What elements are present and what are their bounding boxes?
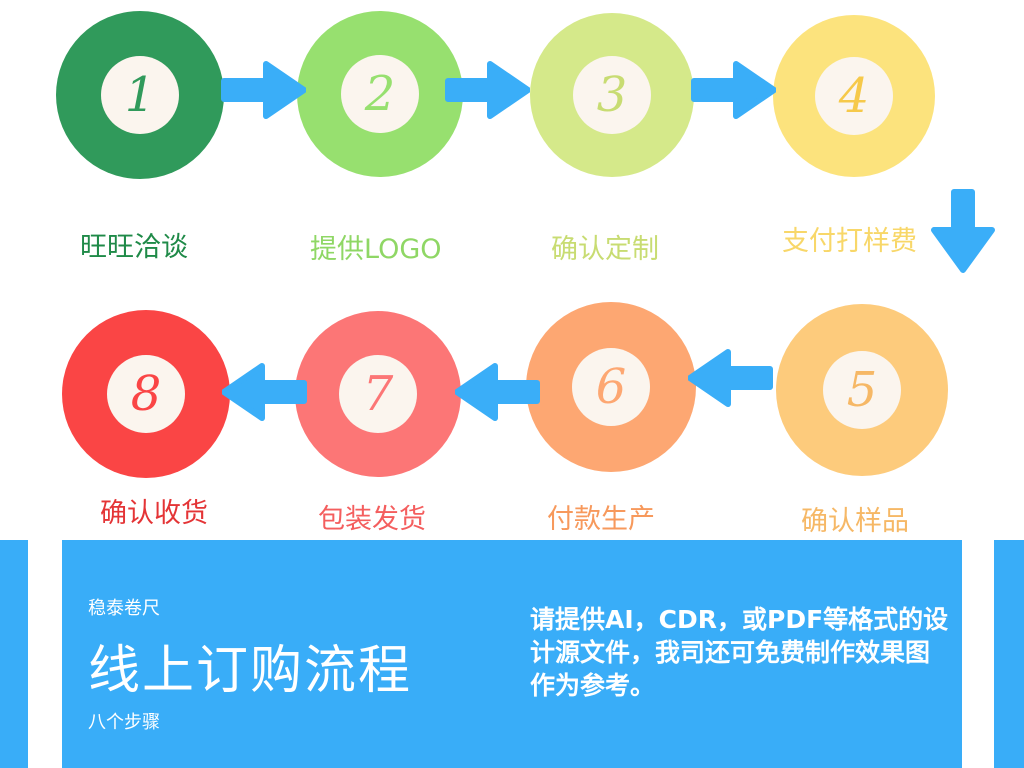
step-8-number: 8 bbox=[107, 355, 185, 433]
arrow-left-icon bbox=[222, 363, 307, 421]
page-subtitle: 八个步骤 bbox=[88, 712, 160, 733]
arrow-right-icon bbox=[445, 61, 530, 119]
brand-name: 稳泰卷尺 bbox=[88, 598, 160, 619]
step-8-circle: 8 bbox=[62, 310, 230, 478]
step-7-label: 包装发货 bbox=[318, 504, 426, 535]
step-5-label: 确认样品 bbox=[801, 506, 909, 537]
step-6-number: 6 bbox=[572, 348, 650, 426]
step-1-label: 旺旺洽谈 bbox=[80, 232, 188, 263]
footer-panel bbox=[62, 540, 962, 768]
step-7-number: 7 bbox=[339, 355, 417, 433]
step-8-label: 确认收货 bbox=[100, 498, 208, 529]
page-title: 线上订购流程 bbox=[88, 641, 413, 701]
step-2-circle: 2 bbox=[297, 11, 463, 177]
step-4-circle: 4 bbox=[773, 15, 935, 177]
footer-band-right-edge bbox=[994, 540, 1024, 768]
arrow-down-icon bbox=[931, 189, 995, 273]
step-1-number: 1 bbox=[101, 56, 179, 134]
file-format-note: 请提供AI，CDR，或PDF等格式的设计源文件，我司还可免费制作效果图作为参考。 bbox=[530, 605, 949, 700]
arrow-left-icon bbox=[688, 349, 773, 407]
step-2-number: 2 bbox=[341, 55, 419, 133]
arrow-left-icon bbox=[455, 363, 540, 421]
step-3-circle: 3 bbox=[530, 13, 694, 177]
step-6-label: 付款生产 bbox=[547, 504, 655, 535]
step-3-label: 确认定制 bbox=[551, 234, 659, 265]
step-7-circle: 7 bbox=[295, 311, 461, 477]
step-5-number: 5 bbox=[823, 351, 901, 429]
step-6-circle: 6 bbox=[526, 302, 696, 472]
step-2-label: 提供LOGO bbox=[310, 234, 442, 265]
footer-band-left-edge bbox=[0, 540, 28, 768]
step-4-label: 支付打样费 bbox=[782, 226, 917, 257]
arrow-right-icon bbox=[691, 61, 776, 119]
step-5-circle: 5 bbox=[776, 304, 948, 476]
step-4-number: 4 bbox=[815, 57, 893, 135]
step-3-number: 3 bbox=[573, 56, 651, 134]
step-1-circle: 1 bbox=[56, 11, 224, 179]
arrow-right-icon bbox=[221, 61, 306, 119]
